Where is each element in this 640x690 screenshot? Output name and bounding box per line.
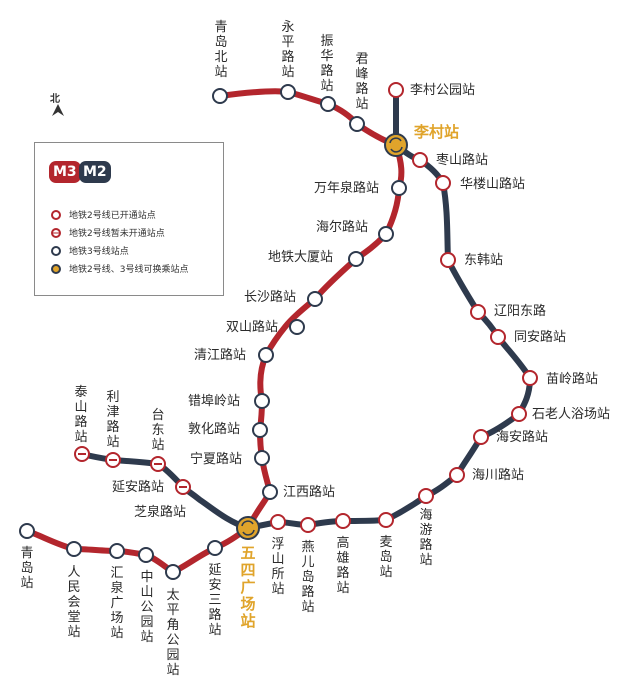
label-tongan-road: 同安路站	[514, 330, 567, 345]
station-haiyou-road[interactable]	[418, 488, 434, 504]
station-hualoushan-road[interactable]	[435, 175, 451, 191]
label-taipingjiao-park: 太平角公园站	[166, 588, 180, 678]
label-donghan: 东韩站	[464, 253, 504, 268]
compass-label: 北	[50, 94, 60, 105]
station-dunhua-road[interactable]	[252, 422, 268, 438]
open-station-icon	[51, 210, 61, 220]
label-yanerdao-road: 燕儿岛路站	[301, 540, 315, 615]
label-taidong: 台东站	[151, 408, 165, 453]
label-yanan-road: 延安路站	[112, 480, 165, 495]
station-shilaoren[interactable]	[511, 406, 527, 422]
label-zhenhua-road: 振华路站	[320, 34, 334, 94]
label-gaoxiong-road: 高雄路站	[336, 536, 350, 596]
line-2-open-stations	[270, 82, 538, 533]
label-shilaoren: 石老人浴场站	[532, 407, 611, 422]
station-licun[interactable]	[384, 133, 408, 157]
station-wusi-square[interactable]	[236, 516, 260, 540]
station-gaoxiong-road[interactable]	[335, 513, 351, 529]
station-zaoshan-road[interactable]	[412, 152, 428, 168]
label-licun-park: 李村公园站	[410, 83, 476, 98]
line3-station-icon	[51, 246, 61, 256]
station-jiangxi-road[interactable]	[262, 484, 278, 500]
label-fushansuo: 浮山所站	[271, 537, 285, 597]
station-taidong[interactable]	[150, 456, 166, 472]
station-yanan-three-road[interactable]	[207, 540, 223, 556]
station-maidao[interactable]	[378, 512, 394, 528]
line-3-stations	[19, 84, 407, 580]
label-yanan-three-road: 延安三路站	[208, 563, 222, 638]
label-qingjiang-road: 清江路站	[194, 348, 247, 363]
badge-m3: M3	[49, 161, 81, 183]
label-zaoshan-road: 枣山路站	[436, 153, 489, 168]
label-licun: 李村站	[414, 123, 460, 141]
station-liaoyang-east[interactable]	[470, 304, 486, 320]
station-taipingjiao-park[interactable]	[165, 564, 181, 580]
station-yanan-road[interactable]	[175, 479, 191, 495]
badge-m2: M2	[79, 161, 111, 183]
label-haian-road: 海安路站	[496, 430, 549, 445]
station-cuofuling[interactable]	[254, 393, 270, 409]
label-wusi-square: 五四广场站	[240, 544, 256, 630]
label-liaoyang-east: 辽阳东路	[494, 304, 547, 319]
station-changsha-road[interactable]	[307, 291, 323, 307]
station-tongan-road[interactable]	[490, 329, 506, 345]
label-metro-building: 地铁大厦站	[268, 250, 334, 265]
station-fushansuo[interactable]	[270, 514, 286, 530]
label-yongping-road: 永平路站	[281, 20, 295, 80]
station-haier-road[interactable]	[378, 226, 394, 242]
label-hualoushan-road: 华楼山路站	[460, 177, 526, 192]
station-zhenhua-road[interactable]	[320, 96, 336, 112]
label-shuangshan-road: 双山路站	[226, 320, 279, 335]
label-lijin-road: 利津路站	[106, 390, 120, 450]
station-shuangshan-road[interactable]	[289, 319, 305, 335]
label-haier-road: 海尔路站	[316, 220, 369, 235]
station-qingdao[interactable]	[19, 523, 35, 539]
label-zhiquan-road: 芝泉路站	[134, 505, 187, 520]
station-qingjiang-road[interactable]	[258, 347, 274, 363]
station-lijin-road[interactable]	[105, 452, 121, 468]
station-zhongshan-park[interactable]	[138, 547, 154, 563]
label-changsha-road: 长沙路站	[244, 290, 297, 305]
label-maidao: 麦岛站	[379, 535, 393, 580]
label-dunhua-road: 敦化路站	[188, 422, 241, 437]
label-huiquan-square: 汇泉广场站	[110, 566, 124, 641]
station-donghan[interactable]	[440, 252, 456, 268]
station-taishan-road[interactable]	[74, 446, 90, 462]
station-yongping-road[interactable]	[280, 84, 296, 100]
label-miaoling-road: 苗岭路站	[546, 372, 599, 387]
station-qingdao-north[interactable]	[212, 88, 228, 104]
label-qingdao-north: 青岛北站	[214, 20, 228, 80]
north-arrow-icon	[52, 104, 64, 116]
station-ningxia-road[interactable]	[254, 450, 270, 466]
label-haichuan-road: 海川路站	[472, 468, 525, 483]
label-qingdao: 青岛站	[20, 546, 34, 591]
transfer-station-icon	[51, 264, 61, 274]
label-cuofuling: 错埠岭站	[188, 394, 241, 409]
station-yanerdao-road[interactable]	[300, 517, 316, 533]
label-ningxia-road: 宁夏路站	[190, 452, 243, 467]
label-wanquan-road: 万年泉路站	[314, 181, 380, 196]
station-miaoling-road[interactable]	[522, 370, 538, 386]
label-peoples-hall: 人民会堂站	[67, 565, 81, 640]
legend: M3 M2 地铁2号线已开通站点 地铁2号线暂未开通站点 地铁3号线站点 地铁2…	[34, 142, 224, 296]
station-wanquan-road[interactable]	[391, 180, 407, 196]
label-jiangxi-road: 江西路站	[283, 485, 336, 500]
label-junfeng-road: 君峰路站	[355, 52, 369, 112]
label-taishan-road: 泰山路站	[74, 385, 88, 445]
line-2-unopened-stations	[74, 446, 191, 495]
unopened-station-icon	[51, 228, 61, 238]
station-licun-park[interactable]	[388, 82, 404, 98]
station-haian-road[interactable]	[473, 429, 489, 445]
station-metro-building[interactable]	[348, 251, 364, 267]
station-junfeng-road[interactable]	[349, 116, 365, 132]
station-haichuan-road[interactable]	[449, 467, 465, 483]
station-peoples-hall[interactable]	[66, 541, 82, 557]
line-3-route	[24, 88, 405, 575]
label-zhongshan-park: 中山公园站	[140, 570, 154, 645]
label-haiyou-road: 海游路站	[419, 508, 433, 568]
station-huiquan-square[interactable]	[109, 543, 125, 559]
